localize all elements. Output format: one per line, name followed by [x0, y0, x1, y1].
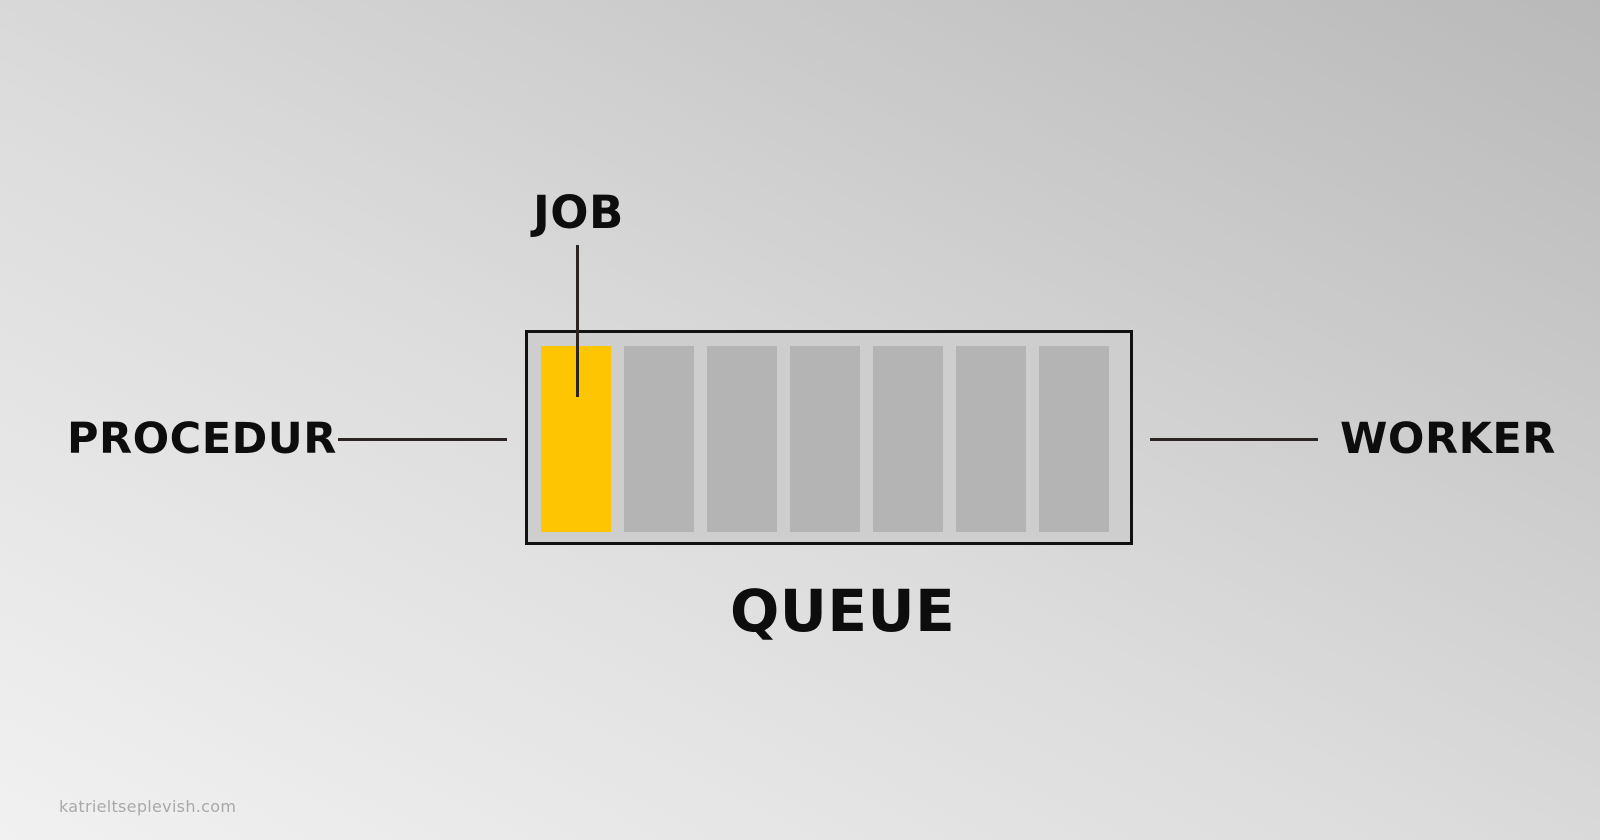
queue-slot-empty — [790, 346, 860, 532]
queue-slot-empty — [873, 346, 943, 532]
queue-slot-empty — [1039, 346, 1109, 532]
watermark: katrieltseplevish.com — [59, 797, 237, 816]
producer-connector-line — [338, 438, 507, 441]
job-pointer-line — [576, 245, 579, 397]
queue-box — [525, 330, 1133, 545]
queue-slot-empty — [624, 346, 694, 532]
queue-label: QUEUE — [730, 577, 956, 645]
queue-slot-empty — [956, 346, 1026, 532]
worker-connector-line — [1150, 438, 1318, 441]
queue-slot-empty — [707, 346, 777, 532]
producer-label: PROCEDUR — [67, 414, 337, 464]
worker-label: WORKER — [1340, 414, 1556, 464]
job-label: JOB — [533, 186, 624, 239]
